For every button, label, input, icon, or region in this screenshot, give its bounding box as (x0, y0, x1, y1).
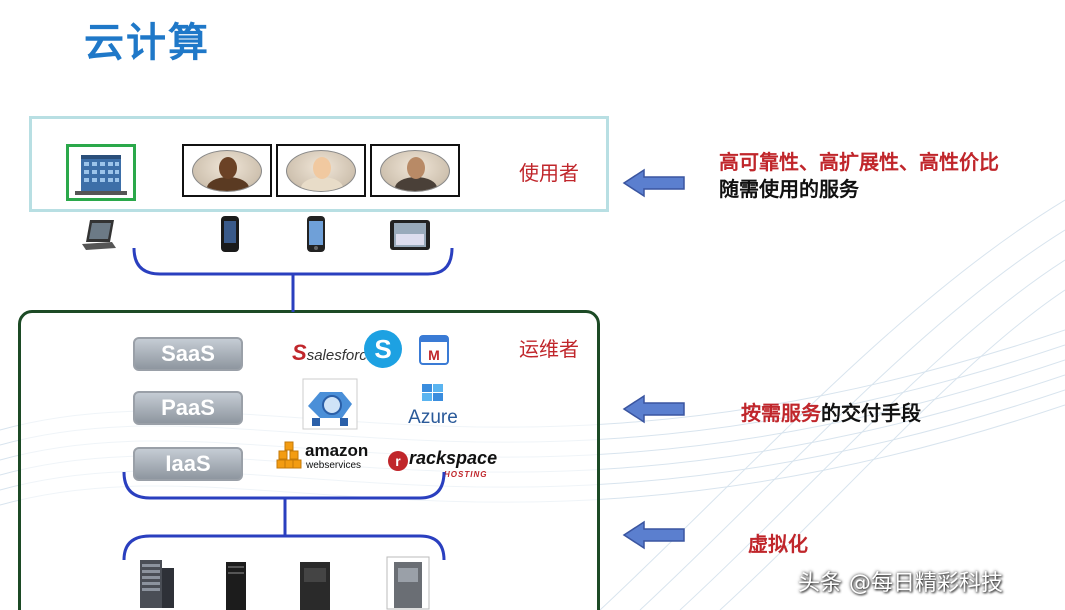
azure-text: Azure (408, 407, 458, 428)
svg-text:M: M (428, 347, 440, 363)
description-delivery-rest: 的交付手段 (821, 401, 921, 425)
smartphone-icon (307, 216, 325, 252)
left-arrow-icon (622, 520, 685, 550)
windows-flag-icon (422, 384, 443, 401)
server-rack-icon (300, 562, 330, 610)
amazon-web-services-logo: amazon webservices (276, 441, 376, 475)
salesforce-logo: Ssalesforce (292, 340, 376, 365)
role-label-ops: 运维者 (519, 337, 579, 361)
description-delivery-highlight: 按需服务 (741, 401, 821, 425)
watermark: 头条 @每日精彩科技 (798, 571, 1003, 596)
azure-logo: Azure (406, 382, 460, 429)
smartphone-icon (221, 216, 239, 252)
svg-text:S: S (374, 334, 391, 364)
description-virtualization: 虚拟化 (748, 532, 808, 556)
left-arrow-icon (622, 394, 685, 424)
webservices-text: webservices (306, 460, 362, 471)
svg-text:r: r (395, 453, 401, 469)
page-title: 云计算 (84, 20, 210, 66)
service-saas: SaaS (133, 337, 243, 371)
laptop-icon (82, 220, 116, 250)
person-photo-icon (370, 144, 460, 197)
skype-icon: S (364, 330, 402, 368)
amazon-text: amazon (305, 441, 369, 460)
description-on-demand: 随需使用的服务 (719, 177, 859, 201)
person-photo-icon (182, 144, 272, 197)
building-icon (66, 144, 136, 201)
left-arrow-icon (622, 168, 685, 198)
tablet-icon (390, 220, 430, 250)
hosting-text: HOSTING (444, 470, 488, 479)
server-rack-icon (140, 560, 174, 608)
person-photo-icon (276, 144, 366, 197)
gmail-icon: M (419, 335, 449, 365)
service-iaas: IaaS (133, 447, 243, 481)
server-rack-icon (386, 556, 430, 610)
server-rack-icon (226, 562, 246, 610)
aws-cubes-icon (276, 441, 302, 469)
service-paas: PaaS (133, 391, 243, 425)
description-benefits: 高可靠性、高扩展性、高性价比 (719, 150, 999, 174)
rackspace-text: rackspace (409, 448, 498, 468)
google-app-engine-icon (302, 378, 358, 430)
rackspace-logo: r rackspace HOSTING (388, 448, 497, 482)
salesforce-text: salesforce (306, 347, 376, 364)
rackspace-r-icon: r (388, 451, 408, 471)
description-delivery: 按需服务的交付手段 (741, 397, 921, 426)
role-label-user: 使用者 (519, 161, 579, 185)
